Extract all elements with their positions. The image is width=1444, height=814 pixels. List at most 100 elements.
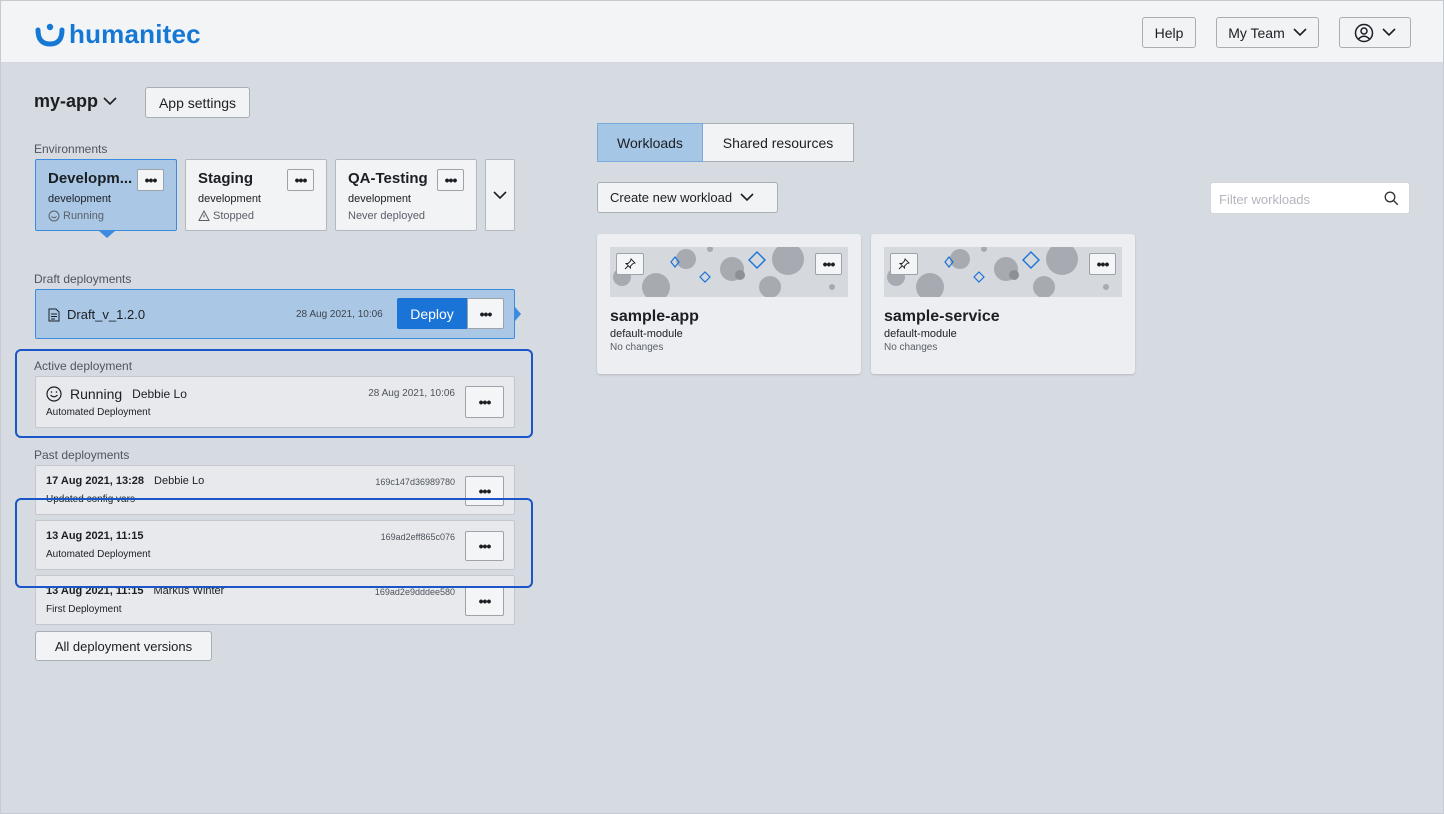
document-icon (48, 308, 60, 321)
env-card-qa-testing[interactable]: QA-Testing ••• development Never deploye… (335, 159, 477, 231)
past-deployment-id: 169ad2eff865c076 (380, 532, 455, 542)
env-expand-button[interactable] (485, 159, 515, 231)
env-status: Running (48, 210, 104, 222)
past-deployment-main: 13 Aug 2021, 11:15 (46, 530, 153, 542)
app-selector[interactable]: my-app (34, 91, 117, 112)
workload-tabs: Workloads Shared resources (597, 123, 854, 162)
env-name: Staging (198, 170, 253, 187)
draft-selected-pointer (515, 307, 521, 321)
draft-date: 28 Aug 2021, 10:06 (296, 309, 383, 320)
create-workload-label: Create new workload (610, 190, 733, 205)
filter-workloads-field (1210, 182, 1410, 214)
user-circle-icon (1354, 23, 1374, 42)
past-deployment-main: 17 Aug 2021, 13:28 Debbie Lo (46, 475, 204, 487)
env-menu-button[interactable]: ••• (437, 169, 464, 191)
past-deployment-date: 17 Aug 2021, 13:28 (46, 475, 145, 487)
pin-button[interactable] (890, 253, 918, 275)
past-deployment-date: 13 Aug 2021, 11:15 (46, 530, 144, 542)
draft-name: Draft_v_1.2.0 (48, 307, 145, 322)
create-workload-button[interactable]: Create new workload (597, 182, 778, 213)
team-selector-button[interactable]: My Team (1216, 17, 1319, 48)
pin-icon (898, 258, 910, 270)
chevron-down-icon (1382, 28, 1396, 37)
workload-menu-button[interactable]: ••• (815, 253, 842, 275)
active-deployment-description: Automated Deployment (46, 407, 151, 418)
team-label: My Team (1228, 24, 1285, 41)
past-deployment-description: Automated Deployment (46, 549, 151, 560)
env-card-staging[interactable]: Staging ••• development Stopped (185, 159, 327, 231)
brand-name: humanitec (69, 19, 201, 49)
workload-card-sample-app[interactable]: ••• sample-app default-module No changes (597, 234, 861, 374)
draft-deployment-row[interactable]: Draft_v_1.2.0 28 Aug 2021, 10:06 Deploy … (35, 289, 515, 339)
env-name: QA-Testing (348, 170, 428, 187)
active-deployment-status: Running (70, 386, 123, 402)
past-deployments-label: Past deployments (34, 448, 130, 462)
app-name: my-app (34, 91, 99, 111)
filter-workloads-input[interactable] (1217, 189, 1381, 209)
env-menu-button[interactable]: ••• (137, 169, 164, 191)
humanitec-logo[interactable]: humanitec (35, 19, 201, 50)
deploy-button[interactable]: Deploy (397, 298, 467, 329)
all-deployment-versions-button[interactable]: All deployment versions (35, 631, 212, 661)
draft-deployments-label: Draft deployments (34, 272, 132, 286)
highlight-box (15, 498, 533, 588)
pin-button[interactable] (616, 253, 644, 275)
past-deployment-id: 169ad2e9dddee580 (374, 587, 455, 597)
active-deployment-author: Debbie Lo (132, 387, 187, 401)
past-deployment-row[interactable]: 17 Aug 2021, 13:28 Debbie Lo 169c147d369… (35, 465, 515, 515)
active-deployment-row[interactable]: Running Debbie Lo 28 Aug 2021, 10:06 Aut… (35, 376, 515, 428)
draft-name-text: Draft_v_1.2.0 (67, 307, 146, 322)
top-bar: humanitec Help My Team (1, 1, 1443, 63)
env-type: development (198, 193, 261, 205)
env-selected-pointer (99, 231, 115, 238)
env-status-text: Stopped (213, 210, 254, 222)
past-deployment-menu-button[interactable]: ••• (465, 476, 504, 506)
tab-workloads[interactable]: Workloads (597, 123, 703, 162)
app-settings-label: App settings (158, 94, 237, 111)
env-menu-button[interactable]: ••• (287, 169, 314, 191)
past-deployment-menu-button[interactable]: ••• (465, 531, 504, 561)
app-settings-button[interactable]: App settings (145, 87, 250, 118)
past-deployment-id: 169c147d36989780 (375, 477, 455, 487)
help-label: Help (1154, 24, 1184, 41)
workload-module: default-module (610, 328, 683, 340)
workload-menu-button[interactable]: ••• (1089, 253, 1116, 275)
help-button[interactable]: Help (1142, 17, 1196, 48)
workload-status: No changes (610, 342, 664, 353)
user-menu-button[interactable] (1339, 17, 1411, 48)
past-deployment-row[interactable]: 13 Aug 2021, 11:15 Markus Winter 169ad2e… (35, 575, 515, 625)
past-deployment-row[interactable]: 13 Aug 2021, 11:15 169ad2eff865c076 Auto… (35, 520, 515, 570)
past-deployment-main: 13 Aug 2021, 11:15 Markus Winter (46, 585, 224, 597)
chevron-down-icon (493, 190, 507, 199)
active-deployment-menu-button[interactable]: ••• (465, 386, 504, 418)
env-status: Stopped (198, 210, 254, 222)
active-deployment-date: 28 Aug 2021, 10:06 (368, 388, 455, 399)
past-deployment-description: First Deployment (46, 604, 122, 615)
draft-menu-button[interactable]: ••• (467, 298, 504, 329)
workload-pattern (613, 247, 836, 297)
chevron-down-icon (740, 193, 754, 202)
env-status: Never deployed (348, 210, 425, 222)
active-deployment-main: Running Debbie Lo (46, 386, 187, 402)
active-deployment-label: Active deployment (34, 359, 133, 373)
env-type: development (348, 193, 411, 205)
workload-banner: ••• (884, 247, 1122, 297)
past-deployment-author: Markus Winter (153, 585, 225, 597)
search-icon[interactable] (1384, 191, 1399, 206)
workload-name: sample-service (884, 308, 1000, 325)
chevron-down-icon (1293, 28, 1307, 37)
highlight-box (15, 349, 533, 438)
tab-shared-resources[interactable]: Shared resources (703, 123, 854, 162)
workload-status: No changes (884, 342, 938, 353)
warning-icon (198, 210, 210, 221)
smile-icon (46, 386, 62, 402)
workload-pattern (887, 247, 1110, 297)
past-deployment-menu-button[interactable]: ••• (465, 586, 504, 616)
pin-icon (624, 258, 636, 270)
env-card-development[interactable]: Developm... ••• development Running (35, 159, 177, 231)
workload-name: sample-app (610, 308, 699, 325)
chevron-down-icon (103, 97, 117, 106)
workload-banner: ••• (610, 247, 848, 297)
workload-card-sample-service[interactable]: ••• sample-service default-module No cha… (871, 234, 1135, 374)
all-versions-label: All deployment versions (54, 638, 193, 654)
